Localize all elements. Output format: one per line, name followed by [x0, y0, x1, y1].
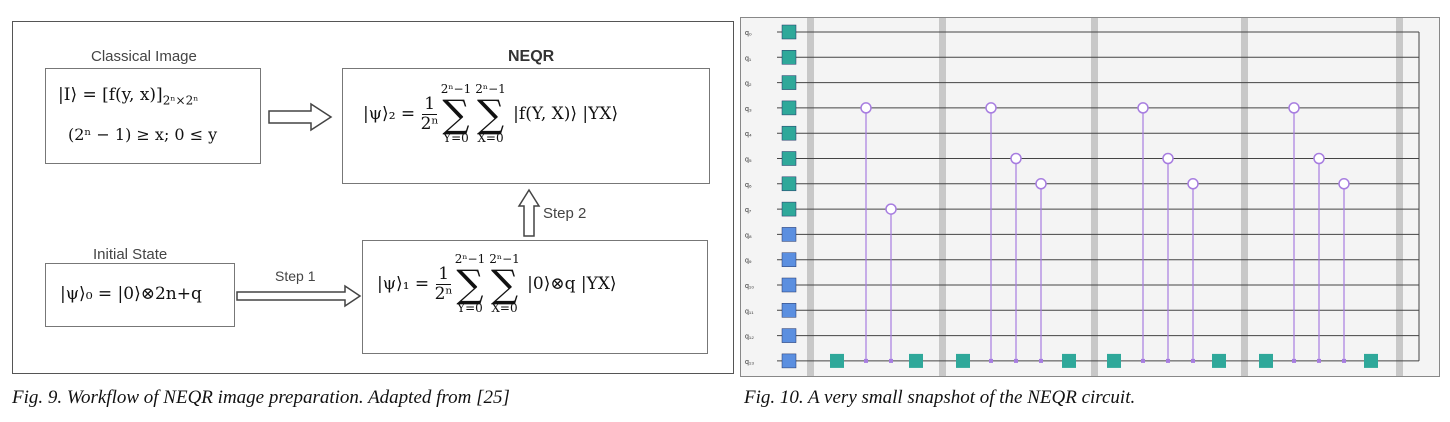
- target-mark: [864, 358, 868, 363]
- arrow-step1: [236, 284, 362, 308]
- neqr-circuit-snapshot: q₀ q₁ q₂ q₃ q₄ q₅ q₆ q₇ q₈ q₉ q₁₀ q₁₁ q₁₂ q₁₃: [740, 17, 1440, 377]
- control-dot: [860, 102, 872, 114]
- gate-box: [1364, 353, 1378, 368]
- gate-box: [781, 151, 797, 166]
- target-mark: [989, 358, 993, 363]
- barrier-3: [1241, 18, 1248, 376]
- qubit-label: q₇: [745, 207, 752, 214]
- initial-state-label: Initial State: [93, 246, 168, 263]
- qubit-label: q₄: [745, 131, 752, 138]
- gate-box: [781, 50, 797, 65]
- gate-box: [956, 353, 970, 368]
- gate-box: [781, 277, 797, 293]
- qubit-label: q₂: [745, 81, 752, 88]
- control-dot: [1187, 178, 1199, 190]
- control-dot: [1338, 178, 1350, 190]
- qubit-label: q₅: [745, 157, 752, 164]
- gate-box: [781, 303, 797, 318]
- control-dot: [885, 203, 897, 215]
- target-mark: [1317, 358, 1321, 363]
- initial-state-box: |ψ⟩₀ = |0⟩⊗2n+q: [45, 263, 235, 327]
- step2-label: Step 2: [543, 205, 587, 222]
- image-condition-eq: (2ⁿ − 1) ≥ x; 0 ≤ y: [68, 125, 218, 144]
- gate-box: [909, 353, 923, 368]
- sum-x: 2ⁿ−1∑X=0: [475, 82, 506, 145]
- control-dot: [1313, 152, 1325, 165]
- gate-box: [781, 227, 797, 242]
- barrier-0: [807, 18, 814, 376]
- gate-box: [1212, 353, 1226, 368]
- barrier-1: [939, 18, 946, 376]
- sum-x: 2ⁿ−1∑X=0: [489, 252, 520, 315]
- control-dot: [1162, 152, 1174, 165]
- target-mark: [1014, 358, 1018, 363]
- gate-box: [781, 353, 797, 369]
- classical-image-label: Classical Image: [91, 48, 197, 65]
- control-dot: [1288, 102, 1300, 114]
- qubit-label: q₉: [745, 258, 752, 265]
- gate-box: [781, 201, 797, 217]
- target-mark: [1141, 358, 1145, 363]
- qubit-label: q₁₁: [745, 308, 754, 315]
- classical-image-box: |I⟩ = [f(y, x)]2ⁿ×2ⁿ (2ⁿ − 1) ≥ x; 0 ≤ y: [45, 68, 261, 164]
- barrier-2: [1091, 18, 1098, 376]
- arrow-classical-to-neqr: [268, 102, 333, 132]
- target-mark: [1292, 358, 1296, 363]
- qubit-label: q₁₃: [745, 359, 754, 366]
- step1-label: Step 1: [275, 268, 316, 284]
- gate-box: [781, 176, 797, 192]
- gate-box: [781, 75, 797, 90]
- arrow-step2: [517, 188, 541, 237]
- psi0-eq: |ψ⟩₀ = |0⟩⊗2n+q: [60, 284, 202, 304]
- sum-y: 2ⁿ−1∑Y=0: [440, 82, 472, 145]
- neqr-label: NEQR: [508, 48, 555, 65]
- control-dot: [1010, 152, 1022, 165]
- qubit-label: q₁: [745, 55, 752, 62]
- gate-box: [1107, 353, 1121, 368]
- fig9-caption: Fig. 9. Workflow of NEQR image preparati…: [12, 387, 510, 408]
- target-mark: [1039, 358, 1043, 363]
- fig10-caption: Fig. 10. A very small snapshot of the NE…: [744, 387, 1136, 408]
- gate-box: [781, 125, 797, 141]
- circuit-svg: q₀ q₁ q₂ q₃ q₄ q₅ q₆ q₇ q₈ q₉ q₁₀ q₁₁ q₁₂ q₁₃: [745, 18, 1420, 376]
- control-dot: [1137, 102, 1149, 114]
- qubit-label: q₆: [745, 182, 752, 189]
- qubit-label: q₁₀: [745, 283, 754, 290]
- gate-box: [781, 328, 797, 343]
- control-dot: [1035, 178, 1047, 190]
- gate-box: [830, 353, 844, 368]
- gate-box: [781, 100, 797, 116]
- qubit-label: q₁₂: [745, 334, 754, 341]
- qubit-label: q₃: [745, 106, 752, 113]
- target-mark: [1342, 358, 1346, 363]
- sum-y: 2ⁿ−1∑Y=0: [454, 252, 486, 315]
- qubit-label: q₈: [745, 232, 752, 239]
- target-mark: [1191, 358, 1195, 363]
- image-definition-eq: |I⟩ = [f(y, x)]2ⁿ×2ⁿ: [58, 85, 199, 108]
- gate-box: [1259, 353, 1273, 368]
- gate-box: [1062, 353, 1076, 368]
- qubit-label: q₀: [745, 30, 752, 37]
- target-mark: [889, 358, 893, 363]
- gate-box: [781, 252, 797, 267]
- control-dot: [985, 102, 997, 114]
- neqr-workflow-diagram: Classical Image |I⟩ = [f(y, x)]2ⁿ×2ⁿ (2ⁿ…: [12, 21, 734, 374]
- target-mark: [1166, 358, 1170, 363]
- barrier-4: [1396, 18, 1403, 376]
- gate-box: [781, 24, 797, 40]
